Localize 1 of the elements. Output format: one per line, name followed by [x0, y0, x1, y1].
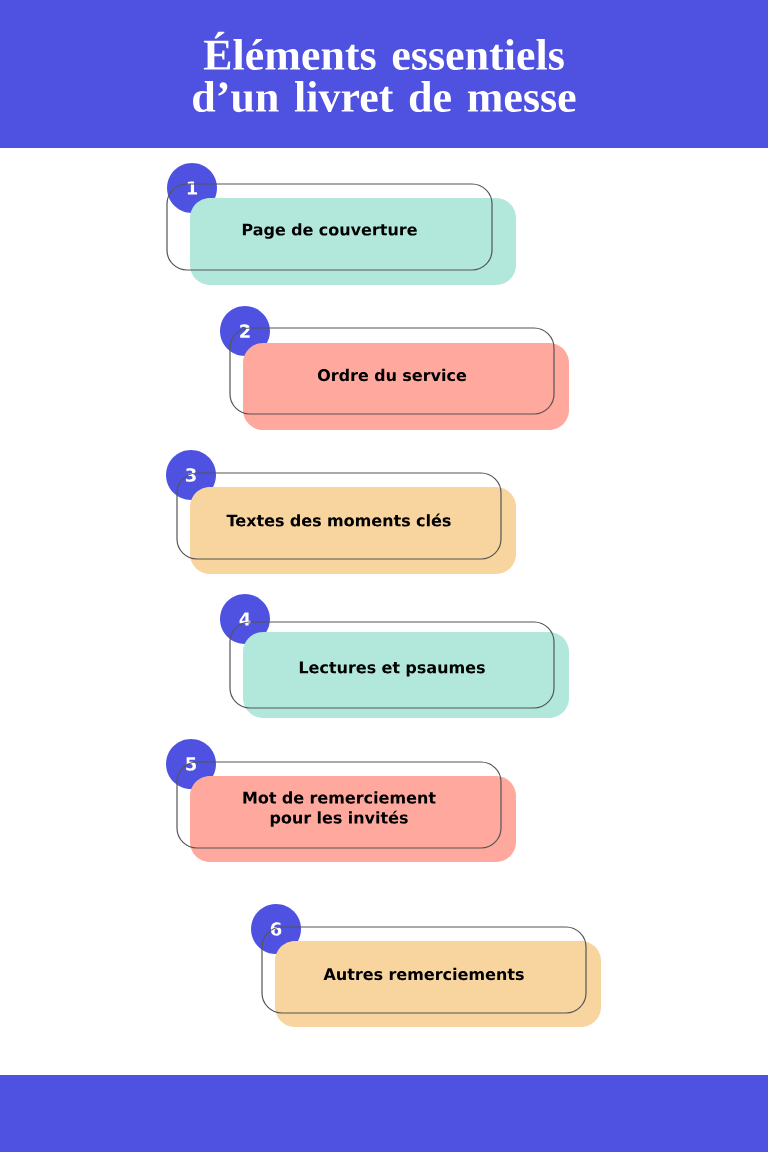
title: Éléments essentiels d’un livret de messe [193, 31, 576, 113]
